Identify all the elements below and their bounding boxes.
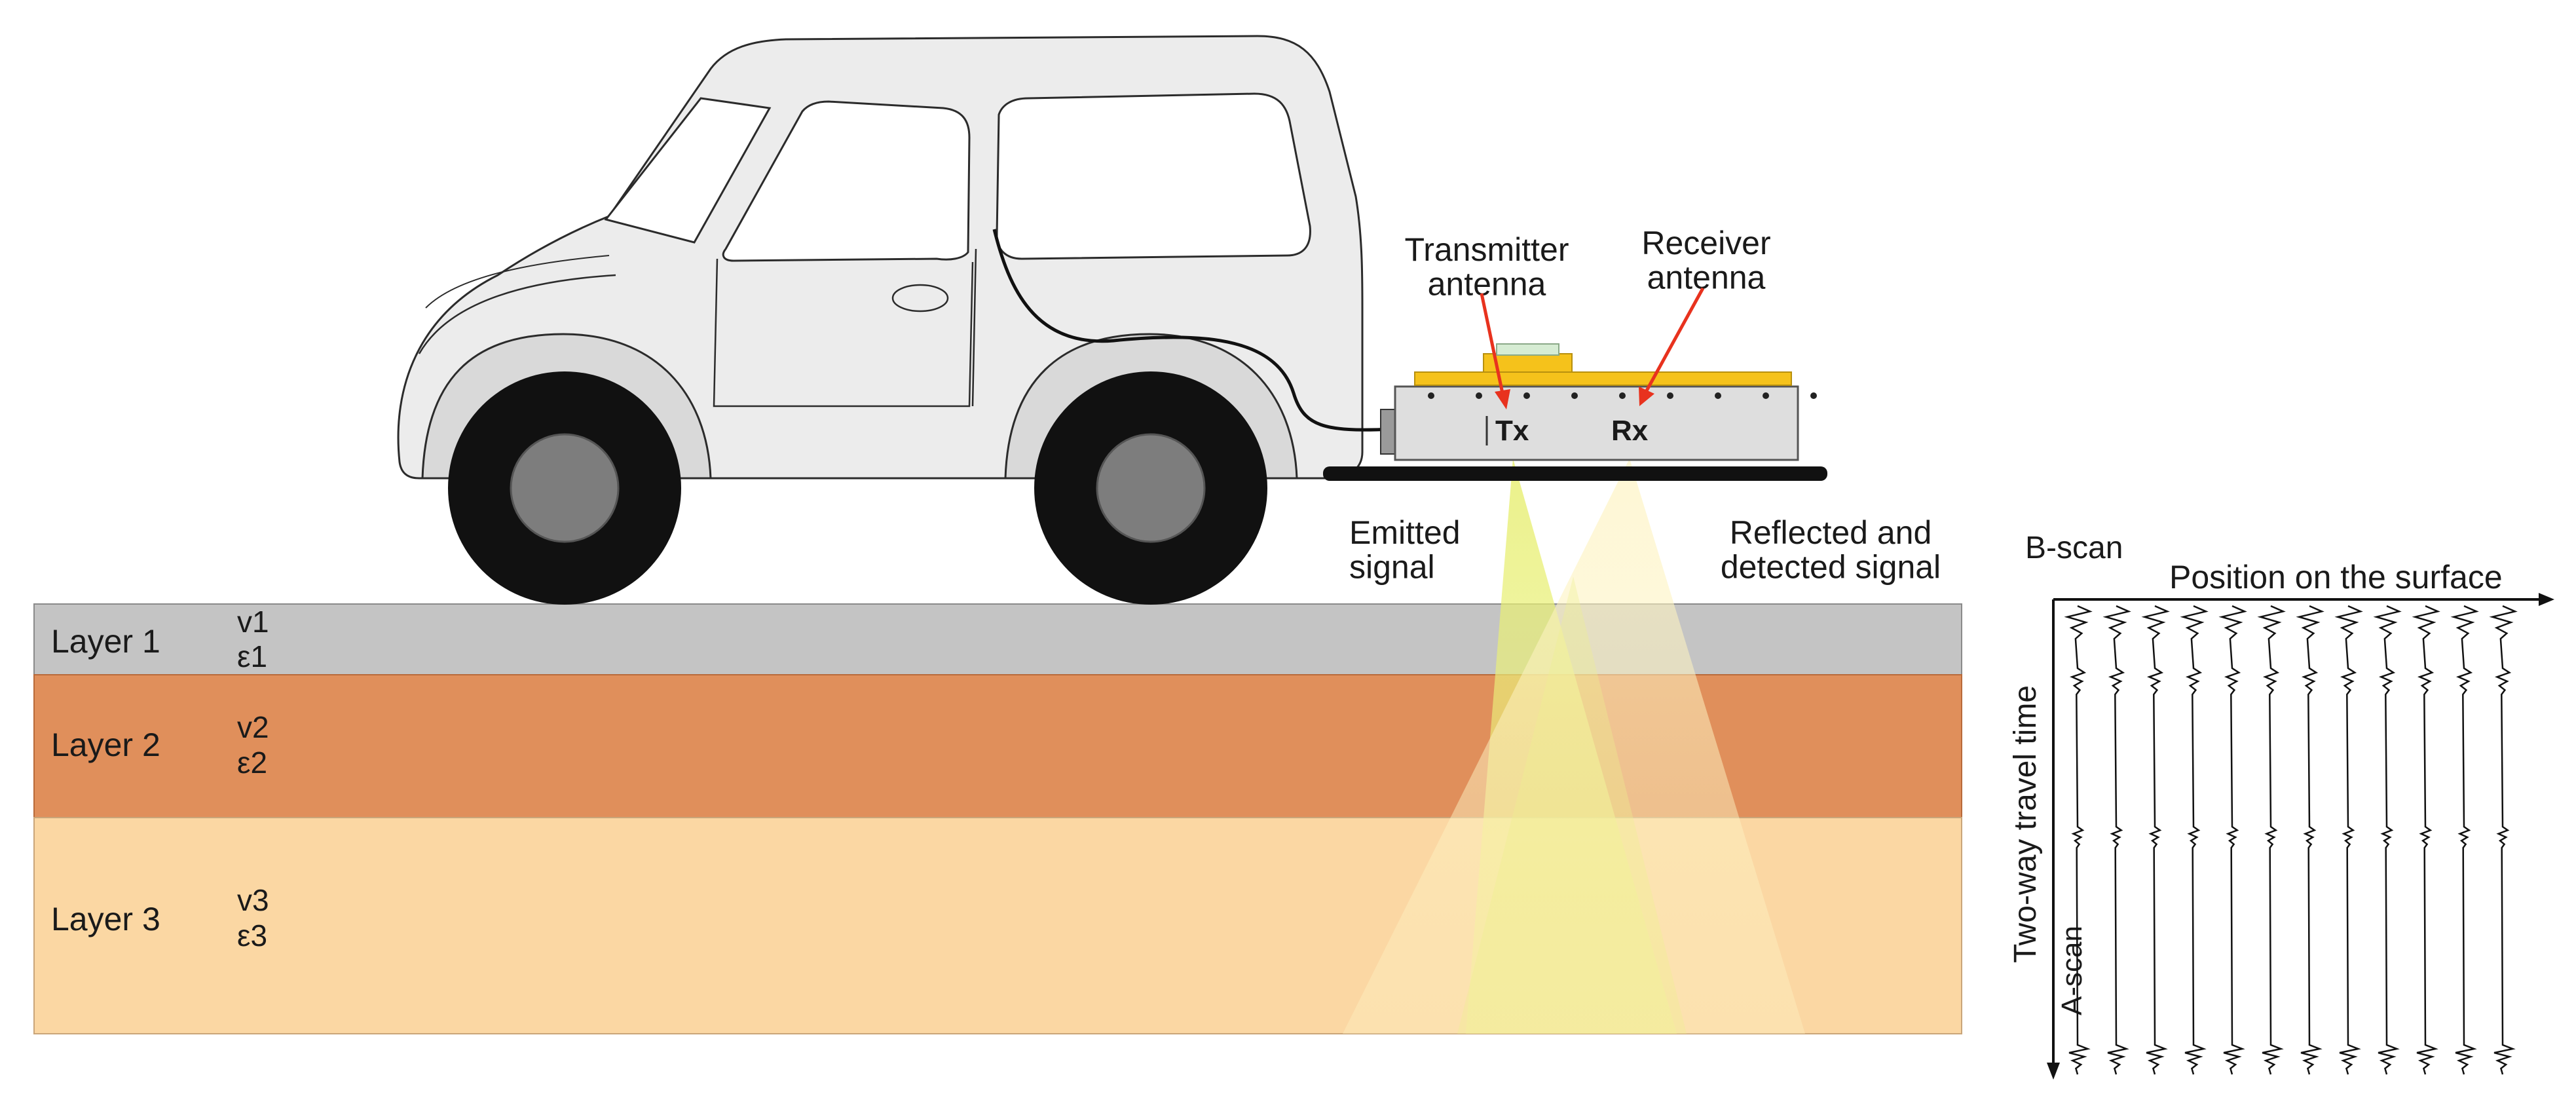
bscan-y-axis-arrowhead (2047, 1063, 2060, 1080)
bscan-x-axis-label: Position on the surface (2169, 559, 2503, 595)
a-scan-label: A-scan (2056, 926, 2088, 1015)
antenna-screw (1523, 392, 1530, 399)
car (397, 35, 1392, 605)
a-scan-trace (2412, 605, 2440, 1075)
hood-line (418, 274, 616, 354)
front-window (722, 100, 971, 262)
a-scan-trace (2489, 605, 2518, 1075)
a-scan-trace (2141, 605, 2170, 1075)
antenna-screw (1428, 392, 1434, 399)
hood-line-2 (425, 255, 610, 309)
a-scan-trace (2102, 605, 2131, 1075)
antenna-screw (1571, 392, 1578, 399)
tx-label: Tx (1495, 415, 1529, 447)
antenna-cable (992, 229, 1392, 432)
bscan-panel: B-scan Position on the surface Two-way t… (2008, 531, 2554, 1080)
rear-window (996, 92, 1311, 260)
front-wheel-hub (510, 433, 620, 543)
rx-label: Rx (1611, 415, 1649, 447)
receiver-arrow (1639, 287, 1705, 406)
a-scan-trace (2064, 605, 2093, 1075)
antenna-screw-row (1428, 392, 1817, 399)
a-scan-trace (2334, 605, 2363, 1075)
antenna-top-plate (1414, 371, 1792, 386)
antenna-connector (1380, 409, 1396, 455)
a-scan-trace (2450, 605, 2479, 1075)
door-line-rear (971, 248, 977, 407)
a-scan-trace (2373, 605, 2402, 1075)
transmitter-arrow (1480, 293, 1510, 409)
layer-3-velocity: v3 (237, 883, 269, 917)
a-scan-trace (2296, 605, 2324, 1075)
rear-wheel-hub (1096, 433, 1206, 543)
door-line (713, 258, 974, 407)
layer-3-label: Layer 3 (51, 901, 160, 937)
layer-2-label: Layer 2 (51, 727, 160, 763)
layer-1-velocity: v1 (237, 605, 269, 639)
antenna-screw (1667, 392, 1673, 399)
signal-beams (1343, 459, 1805, 1034)
layer-2-permittivity: ε2 (237, 746, 267, 780)
a-scan-trace (2257, 605, 2286, 1075)
antenna-screw (1763, 392, 1769, 399)
layer-1-permittivity: ε1 (237, 639, 267, 673)
a-scan-trace (2218, 605, 2247, 1075)
antenna-screw (1476, 392, 1482, 399)
bscan-title: B-scan (2025, 531, 2123, 565)
bscan-x-axis-arrowhead (2539, 593, 2554, 606)
layer-1-label: Layer 1 (51, 623, 160, 660)
bscan-traces (2064, 605, 2518, 1075)
door-handle (891, 284, 949, 312)
a-scan-trace (2180, 605, 2209, 1075)
beam-overlap (1457, 576, 1687, 1034)
layer-2-velocity: v2 (237, 710, 269, 744)
antenna-screw (1715, 392, 1721, 399)
layer-3-permittivity: ε3 (237, 918, 267, 953)
reflected-signal-beam (1343, 459, 1805, 1034)
tow-bar (1323, 466, 1827, 481)
antenna-screw (1619, 392, 1626, 399)
antenna-unit: Tx Rx (1323, 343, 1827, 481)
antenna-housing (1394, 385, 1799, 461)
antenna-screw (1810, 392, 1817, 399)
antenna-top-box (1496, 343, 1559, 356)
windshield (604, 97, 772, 244)
bscan-y-axis-label: Two-way travel time (2008, 685, 2043, 963)
